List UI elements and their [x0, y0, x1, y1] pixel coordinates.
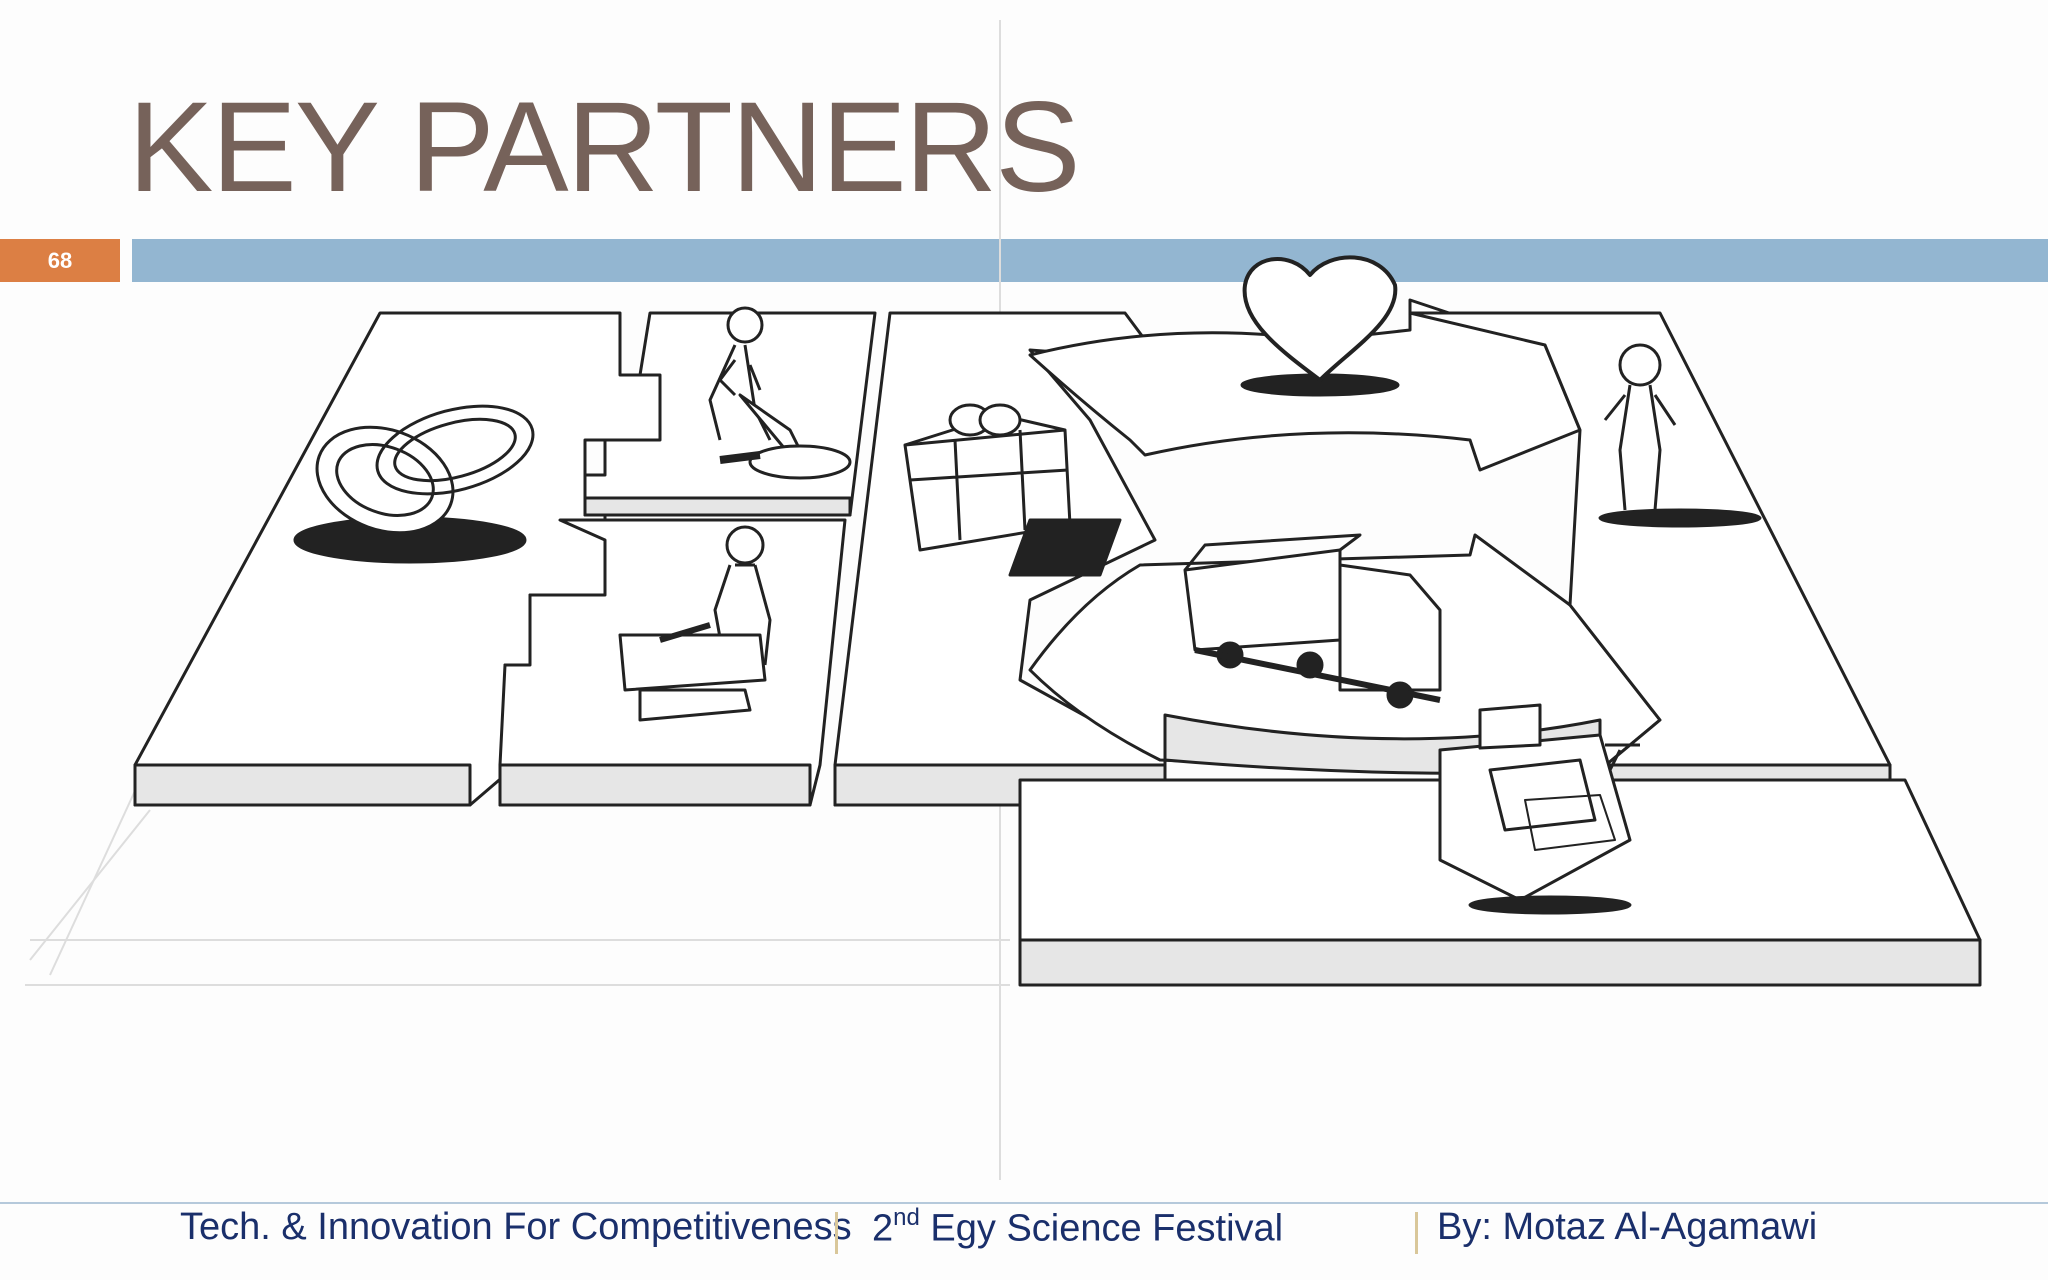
footer-rule [0, 1202, 2048, 1204]
footer-separator [835, 1212, 838, 1254]
cash-register-icon [1438, 703, 1640, 915]
slide-title: KEY PARTNERS [128, 76, 1081, 219]
person-with-machine-icon [618, 525, 772, 722]
gift-icon [903, 403, 1122, 577]
customer-segments-block [1408, 311, 1892, 782]
truck-icon [1183, 533, 1442, 709]
rings-icon [293, 404, 535, 564]
footer-author-text: By: Motaz Al-Agamawi [1437, 1206, 1818, 1248]
footer-left-text: Tech. & Innovation For Competitiveness [180, 1206, 852, 1248]
header-bar [132, 239, 2048, 282]
page-number-badge: 68 [0, 239, 120, 282]
heart-icon [1240, 255, 1400, 397]
footer-middle-text: 2nd Egy Science Festival [872, 1204, 1284, 1250]
digging-person-icon [708, 306, 852, 480]
customer-person-icon [1598, 343, 1762, 528]
footer-separator [1415, 1212, 1418, 1254]
